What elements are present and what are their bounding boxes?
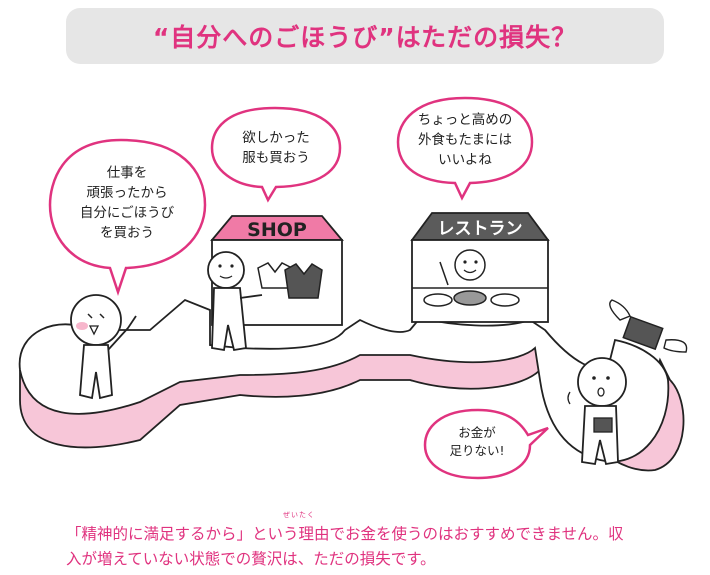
plate-icon xyxy=(423,293,453,307)
plate-icon xyxy=(490,293,520,307)
person-shop xyxy=(207,251,263,352)
caption-line-1: 「精神的に満足するから」という理由でお金を使うのはおすすめできません。収 xyxy=(66,525,624,543)
speech-bubble-right xyxy=(423,408,549,480)
plate-icon xyxy=(453,290,487,306)
walkway-top xyxy=(18,298,670,463)
restaurant-stall: レストラン xyxy=(410,212,550,323)
wallet-icon xyxy=(593,417,613,433)
speech-text-shop: 欲しかった 服も買おう xyxy=(242,130,310,166)
jacket-icon xyxy=(284,263,323,299)
page-title: “自分へのごほうび”はただの損失？ xyxy=(152,23,578,52)
person-right xyxy=(567,357,627,466)
shop-sign: SHOP xyxy=(247,219,307,241)
restaurant-sign: レストラン xyxy=(438,219,523,239)
speech-text-restaurant: ちょっと高めの 外食もたまには いいよね xyxy=(417,112,513,168)
speech-bubble-left xyxy=(48,138,207,296)
ruby-reading: ぜいたく xyxy=(283,511,315,519)
title-banner: “自分へのごほうび”はただの損失？ xyxy=(66,8,664,64)
caption: 「精神的に満足するから」という理由でお金を使うのはおすすめできません。収 入が増… xyxy=(66,522,666,572)
speech-bubble-shop xyxy=(210,106,342,203)
speech-text-left: 仕事を 頑張ったから 自分にごほうび を買おう xyxy=(79,165,175,241)
flying-wallet-icon xyxy=(609,299,688,353)
person-left xyxy=(70,294,137,400)
speech-bubble-restaurant xyxy=(396,96,534,201)
shirt-icon xyxy=(257,262,293,289)
speech-text-right: お金が 足りない! xyxy=(449,425,505,458)
caption-line-2: 入が増えていない状態での贅沢は、ただの損失です。 xyxy=(66,550,436,568)
